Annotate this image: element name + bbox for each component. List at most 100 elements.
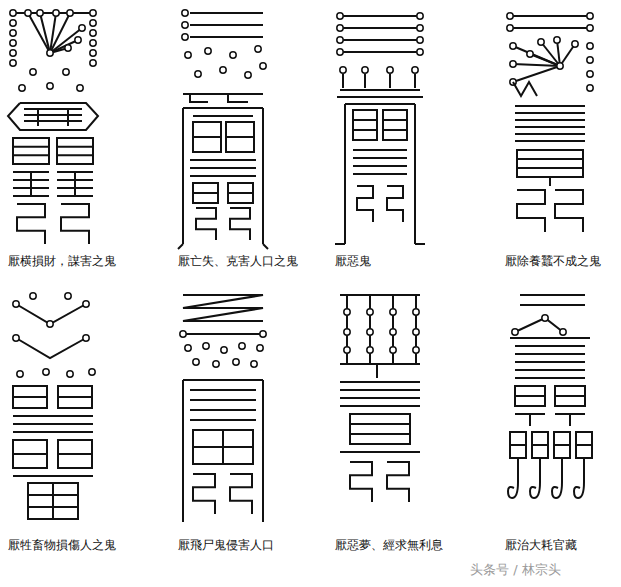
star-dot (413, 329, 419, 335)
star-dot (10, 30, 16, 36)
stroke (357, 186, 373, 222)
stroke (515, 345, 585, 347)
talisman (178, 10, 268, 249)
talisman (8, 10, 98, 244)
stroke (515, 318, 563, 332)
stroke (190, 167, 256, 169)
glyph-box (515, 386, 545, 406)
glyph-box (383, 110, 407, 140)
stroke (515, 353, 585, 355)
star-dot (510, 61, 516, 67)
stroke (190, 399, 256, 401)
stroke (230, 474, 252, 514)
stroke (340, 89, 420, 91)
star-dot (10, 10, 16, 16)
stroke (353, 173, 407, 175)
stroke (520, 304, 585, 306)
stroke (190, 94, 208, 102)
stroke (383, 119, 407, 121)
stroke (182, 108, 184, 244)
glyph-box (193, 430, 253, 464)
stroke (222, 430, 224, 464)
star-dot (560, 329, 566, 335)
stroke (183, 379, 263, 381)
stroke (190, 12, 263, 14)
stroke (190, 175, 256, 177)
stroke (28, 13, 50, 53)
stroke (515, 395, 545, 397)
stroke (30, 172, 32, 196)
star-dot (587, 85, 593, 91)
stroke (353, 119, 377, 121)
star-dot (587, 43, 593, 49)
stroke (517, 190, 545, 232)
star-dot (260, 63, 266, 69)
star-dot (337, 13, 343, 19)
stroke (508, 458, 518, 498)
star-dot (67, 371, 73, 377)
stroke (350, 423, 410, 425)
stroke (178, 244, 183, 249)
stroke (190, 159, 256, 161)
stroke (61, 204, 89, 244)
stroke (13, 396, 47, 398)
stroke (510, 444, 526, 446)
talisman (335, 13, 425, 244)
star-dot (367, 329, 373, 335)
glyph-box (13, 138, 49, 164)
star-dot (507, 13, 513, 19)
stroke (67, 109, 69, 126)
star-dot (413, 347, 419, 353)
star-dot (193, 359, 199, 365)
glyph-box (13, 440, 47, 468)
stroke (510, 337, 590, 339)
glyph-box (193, 183, 218, 203)
glyph-box (554, 432, 570, 458)
star-dot (344, 329, 350, 335)
stroke (13, 453, 47, 455)
star-dot (90, 30, 96, 36)
star-dot (390, 309, 396, 315)
star-dot (387, 67, 393, 73)
stroke (340, 405, 420, 407)
star-dot (344, 309, 350, 315)
stroke (337, 96, 423, 98)
star-dot (10, 20, 16, 26)
stroke (387, 462, 409, 502)
star-dot (77, 85, 83, 91)
star-dot (17, 371, 23, 377)
glyph-box (58, 386, 92, 408)
star-dot (25, 10, 31, 16)
glyph-box (28, 483, 78, 519)
stroke (24, 120, 82, 122)
star-dot (89, 369, 95, 375)
star-dot (90, 40, 96, 46)
stroke (24, 114, 82, 116)
star-dot (30, 293, 36, 299)
star-dot (417, 25, 423, 31)
talisman (508, 295, 592, 498)
star-dot (344, 347, 350, 353)
star-dot (65, 293, 71, 299)
glyph-box (57, 138, 93, 164)
stroke (57, 146, 93, 148)
stroke (529, 414, 531, 426)
stroke (193, 136, 221, 138)
stroke (353, 129, 377, 131)
stroke (262, 108, 264, 244)
star-dot (19, 85, 25, 91)
stroke (190, 389, 256, 391)
star-dot (10, 40, 16, 46)
stroke (383, 129, 407, 131)
star-dot (182, 22, 188, 28)
stroke (350, 462, 372, 502)
stroke (340, 381, 420, 383)
star-dot (340, 67, 346, 73)
star-dot (554, 37, 560, 43)
stroke (228, 94, 248, 102)
star-dot (205, 48, 211, 54)
talisman-caption: 厭亡失、克害人口之鬼 (178, 254, 298, 270)
stroke (517, 167, 583, 169)
talisman (507, 13, 593, 232)
stroke (230, 208, 250, 240)
